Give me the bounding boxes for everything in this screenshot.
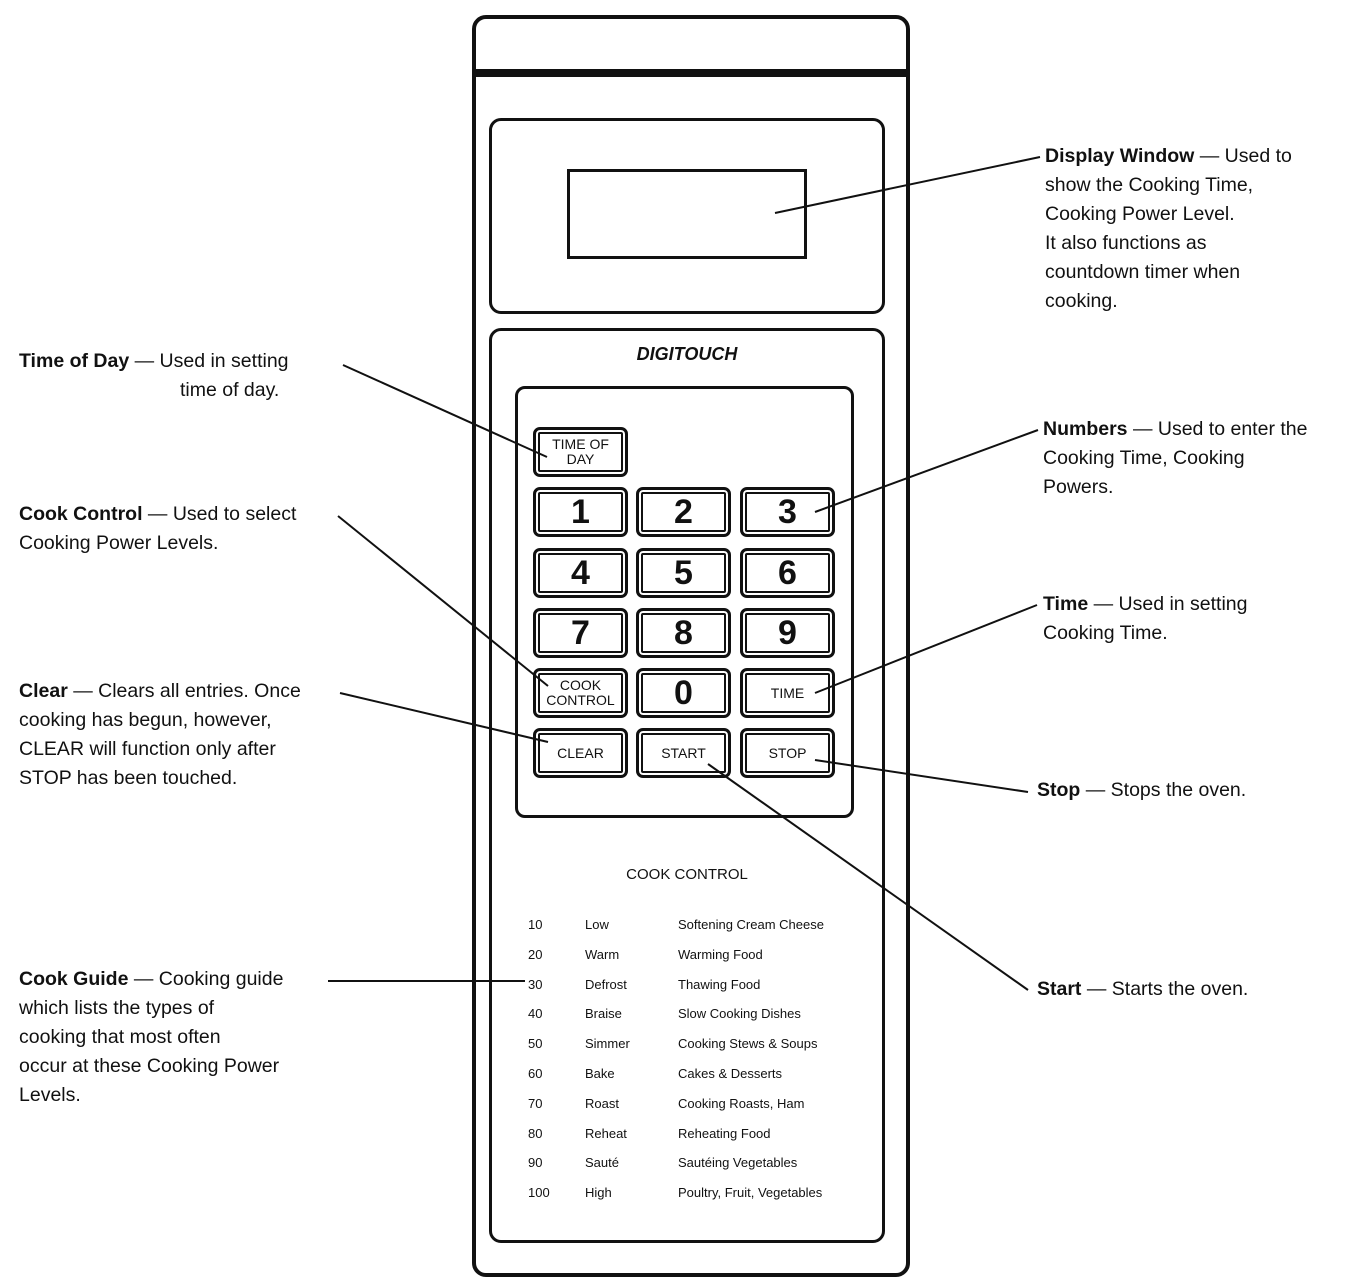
number-2-button[interactable]: 2 xyxy=(636,487,731,537)
annotation-term: Clear xyxy=(19,680,68,702)
power-use: Poultry, Fruit, Vegetables xyxy=(678,1185,823,1201)
power-level: 70 xyxy=(528,1095,543,1111)
power-use: Cakes & Desserts xyxy=(678,1066,783,1081)
number-4-button[interactable]: 4 xyxy=(533,548,628,598)
cook-guide-row: 10 Low Softening Cream Cheese xyxy=(0,917,1357,935)
power-name: Simmer xyxy=(585,1036,630,1052)
power-use: Sautéing Vegetables xyxy=(678,1155,798,1171)
leader-cook-control xyxy=(337,515,549,687)
power-name: Reheat xyxy=(585,1125,627,1141)
power-level: 80 xyxy=(528,1125,543,1141)
annotation-numbers: Numbers — Used to enter the Cooking Time… xyxy=(1043,418,1308,498)
power-use: Reheating Food xyxy=(678,1125,771,1141)
power-use: Warming Food xyxy=(678,946,763,962)
display-housing xyxy=(489,118,885,314)
leader-numbers xyxy=(814,429,1039,513)
power-use: Thawing Food xyxy=(678,976,761,992)
leader-display-window xyxy=(774,156,1041,214)
annotation-term: Cook Control xyxy=(19,503,143,525)
annotation-time-of-day: Time of Day — Used in setting time of da… xyxy=(19,350,289,401)
power-use: Cooking Stews & Soups xyxy=(678,1036,818,1052)
power-name: Braise xyxy=(585,1006,622,1022)
leader-stop xyxy=(814,759,1029,793)
power-level: 50 xyxy=(528,1036,543,1052)
leader-time xyxy=(814,604,1038,694)
clear-button[interactable]: CLEAR xyxy=(533,728,628,778)
power-name: High xyxy=(585,1185,612,1201)
annotation-term: Display Window xyxy=(1045,145,1195,167)
power-level: 30 xyxy=(528,976,543,992)
power-name: Warm xyxy=(585,946,620,962)
cook-control-button[interactable]: COOK CONTROL xyxy=(533,668,628,718)
brand-label: DIGITOUCH xyxy=(636,344,738,364)
stop-button[interactable]: STOP xyxy=(740,728,835,778)
cook-guide-title: COOK CONTROL xyxy=(626,866,748,883)
annotation-term: Cook Guide xyxy=(19,968,129,990)
cook-guide-row: 100 High Poultry, Fruit, Vegetables xyxy=(0,1185,1357,1203)
power-name: Low xyxy=(585,917,609,932)
cook-guide-row: 40 Braise Slow Cooking Dishes xyxy=(0,1006,1357,1024)
control-housing xyxy=(489,328,885,1243)
power-level: 10 xyxy=(528,917,543,932)
cook-guide-row: 70 Roast Cooking Roasts, Ham xyxy=(0,1096,1357,1114)
annotation-cook-control: Cook Control — Used to select Cooking Po… xyxy=(19,503,297,554)
cook-guide-row: 50 Simmer Cooking Stews & Soups xyxy=(0,1036,1357,1054)
cook-guide-row: 90 Sauté Sautéing Vegetables xyxy=(0,1155,1357,1173)
display-window xyxy=(567,169,807,259)
annotation-term: Time of Day xyxy=(19,350,130,372)
control-panel-outline xyxy=(472,15,910,1277)
time-button[interactable]: TIME xyxy=(740,668,835,718)
leader-start xyxy=(707,763,1029,991)
number-8-button[interactable]: 8 xyxy=(636,608,731,658)
number-6-button[interactable]: 6 xyxy=(740,548,835,598)
annotation-time: Time — Used in setting Cooking Time. xyxy=(1043,593,1248,644)
cook-guide-row: 80 Reheat Reheating Food xyxy=(0,1126,1357,1144)
annotation-display-window: Display Window — Used to show the Cookin… xyxy=(1045,145,1292,312)
number-1-button[interactable]: 1 xyxy=(533,487,628,537)
power-name: Bake xyxy=(585,1066,615,1081)
cook-guide-row: 20 Warm Warming Food xyxy=(0,947,1357,965)
number-0-button[interactable]: 0 xyxy=(636,668,731,718)
annotation-term: Numbers xyxy=(1043,418,1128,440)
number-5-button[interactable]: 5 xyxy=(636,548,731,598)
power-name: Roast xyxy=(585,1095,619,1111)
number-7-button[interactable]: 7 xyxy=(533,608,628,658)
annotation-term: Time xyxy=(1043,593,1089,615)
number-9-button[interactable]: 9 xyxy=(740,608,835,658)
power-level: 40 xyxy=(528,1006,543,1022)
power-level: 90 xyxy=(528,1155,543,1171)
power-level: 20 xyxy=(528,946,543,962)
power-name: Sauté xyxy=(585,1155,619,1171)
cook-guide-row: 60 Bake Cakes & Desserts xyxy=(0,1066,1357,1084)
power-use: Cooking Roasts, Ham xyxy=(678,1095,805,1111)
annotation-cook-guide: Cook Guide — Cooking guide which lists t… xyxy=(19,968,284,1106)
panel-top-bar xyxy=(472,69,910,77)
annotation-stop: Stop — Stops the oven. xyxy=(1037,779,1247,801)
keypad-frame xyxy=(515,386,854,818)
annotation-term: Stop xyxy=(1037,779,1081,801)
power-level: 100 xyxy=(528,1185,550,1201)
power-level: 60 xyxy=(528,1066,543,1081)
number-3-button[interactable]: 3 xyxy=(740,487,835,537)
power-use: Softening Cream Cheese xyxy=(678,917,824,932)
power-use: Slow Cooking Dishes xyxy=(678,1006,801,1022)
leader-time-of-day xyxy=(342,364,548,458)
leader-clear xyxy=(339,692,549,743)
cook-guide-row: 30 Defrost Thawing Food xyxy=(0,977,1357,995)
annotation-clear: Clear — Clears all entries. Once cooking… xyxy=(19,680,301,789)
power-name: Defrost xyxy=(585,976,627,992)
annotation-start: Start — Starts the oven. xyxy=(1037,978,1249,1000)
annotation-term: Start xyxy=(1037,978,1082,1000)
